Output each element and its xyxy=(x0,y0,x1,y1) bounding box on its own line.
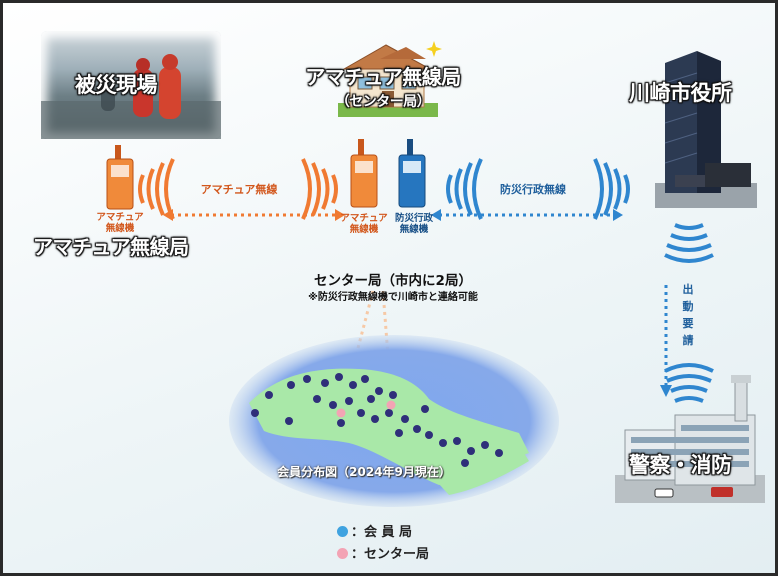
member-station-dots xyxy=(251,373,503,467)
arrowhead-right xyxy=(335,209,345,221)
police-fire-label: 警察・消防 xyxy=(629,453,732,477)
bousai-radio-center-label: 防災行政 無線機 xyxy=(394,213,433,235)
amateur-radio-center-icon xyxy=(350,139,378,208)
amateur-radio-link-label: アマチュア無線 xyxy=(200,183,278,196)
radio-links xyxy=(106,139,714,414)
dispatch-request-label: 出動要請 xyxy=(682,283,694,347)
city-hall-building xyxy=(635,43,757,217)
flood-rescue-image xyxy=(41,54,221,139)
house-icon xyxy=(338,41,442,117)
disaster-site-label: 被災現場 xyxy=(75,73,158,97)
police-fire-icon xyxy=(615,375,765,503)
legend: ：会 員 局 ：センター局 xyxy=(337,521,429,562)
amateur-radio-center-label: アマチュア 無線機 xyxy=(340,213,388,235)
member-station-swatch xyxy=(337,526,348,537)
legend-member-station: ：会 員 局 xyxy=(337,521,429,540)
center-station-title: アマチュア無線局 xyxy=(305,65,461,89)
disaster-site-photo xyxy=(41,31,221,139)
center-station-subtitle: （センター局） xyxy=(335,94,431,110)
center-station-swatch xyxy=(337,548,348,559)
police-fire-building xyxy=(615,375,765,509)
amateur-station-label: アマチュア無線局 xyxy=(33,235,189,259)
city-hall-label: 川崎市役所 xyxy=(629,81,732,105)
bousai-radio-waves xyxy=(446,158,630,220)
legend-center-station: ：センター局 xyxy=(337,543,429,562)
member-distribution-map xyxy=(229,333,559,517)
building-icon xyxy=(655,51,757,208)
center-info-note: ※防災行政無線機で川崎市と連絡可能 xyxy=(308,292,478,303)
amateur-radio-left-icon xyxy=(106,145,134,210)
bousai-radio-link-label: 防災行政無線 xyxy=(500,183,566,196)
dispatch-waves xyxy=(664,223,714,403)
amateur-radio-left-label: アマチュア 無線機 xyxy=(96,212,144,234)
map-graphic xyxy=(229,335,559,507)
map-caption: 会員分布図（2024年9月現在） xyxy=(277,465,451,479)
bousai-radio-center-icon xyxy=(398,139,426,208)
arrowhead-left xyxy=(163,209,173,221)
center-station-house xyxy=(328,39,448,125)
center-info-title: センター局（市内に2局） xyxy=(314,273,472,289)
center-station-dots xyxy=(336,400,396,418)
